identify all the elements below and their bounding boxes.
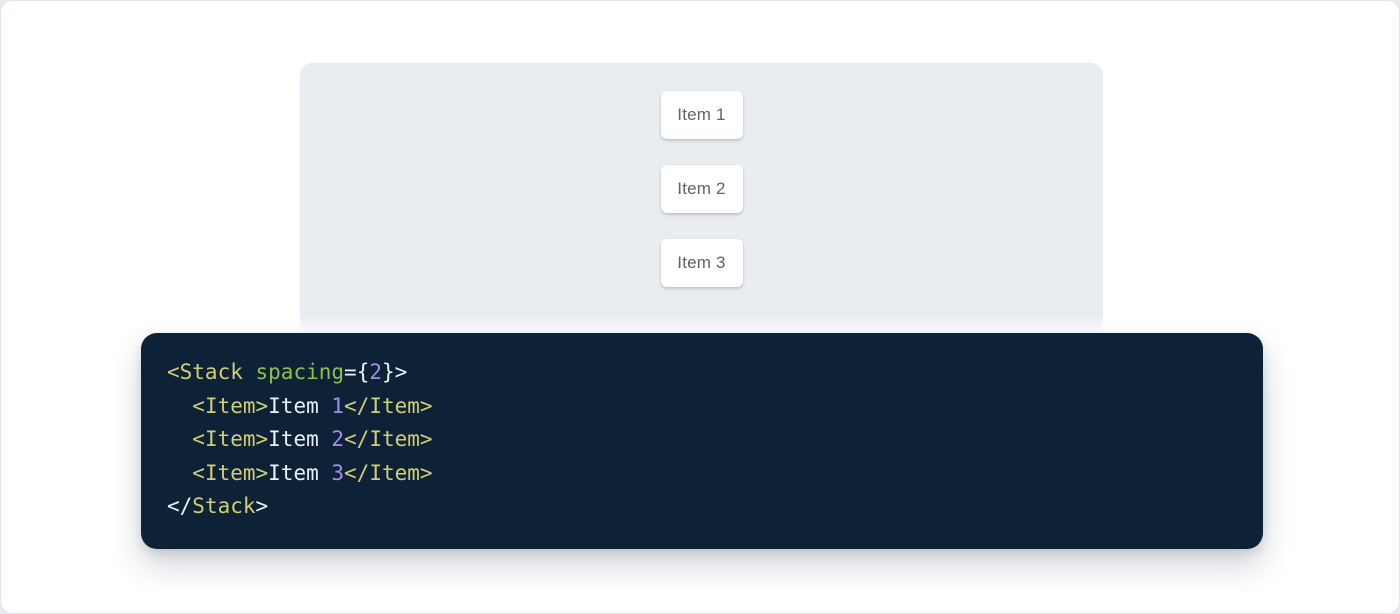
code-token: 3 [331, 460, 345, 485]
stack-demo-panel: Item 1 Item 2 Item 3 [300, 63, 1103, 333]
code-content: <Stack spacing={2}> <Item>Item 1</Item> … [167, 356, 1237, 524]
stack-item: Item 3 [660, 239, 743, 287]
code-token: 2 [369, 360, 382, 384]
code-token: } [382, 360, 395, 384]
code-token: <Item> [192, 427, 269, 451]
code-token: > [255, 494, 269, 518]
code-token [167, 461, 192, 485]
stack-item: Item 1 [660, 91, 743, 139]
code-token: 2 [331, 427, 345, 451]
code-token [167, 394, 192, 418]
code-token: = [344, 360, 357, 384]
code-line: </Stack> [167, 490, 1237, 524]
code-line: <Item>Item 2</Item> [167, 423, 1237, 457]
code-line: <Item>Item 1</Item> [167, 390, 1237, 424]
code-token: Item [268, 427, 332, 451]
code-token: </ [167, 494, 193, 518]
code-token: <Item> [192, 460, 269, 485]
code-token: { [356, 360, 370, 384]
code-block: <Stack spacing={2}> <Item>Item 1</Item> … [141, 333, 1263, 549]
code-token: </Item> [344, 460, 433, 485]
stack-item: Item 2 [660, 165, 743, 213]
stack-container: Item 1 Item 2 Item 3 [300, 63, 1103, 287]
code-token: spacing [255, 360, 345, 384]
code-token: </Item> [344, 393, 433, 418]
code-token: > [394, 360, 408, 384]
code-token: 1 [331, 393, 345, 418]
code-token: </Item> [344, 427, 433, 451]
code-token [167, 427, 192, 451]
code-token: Item [268, 460, 332, 485]
code-token: Item [268, 393, 332, 418]
code-line: <Stack spacing={2}> [167, 356, 1237, 390]
code-token: <Item> [192, 393, 269, 418]
code-token: Stack [192, 494, 256, 518]
code-token: <Stack [167, 360, 256, 384]
code-line: <Item>Item 3</Item> [167, 457, 1237, 491]
